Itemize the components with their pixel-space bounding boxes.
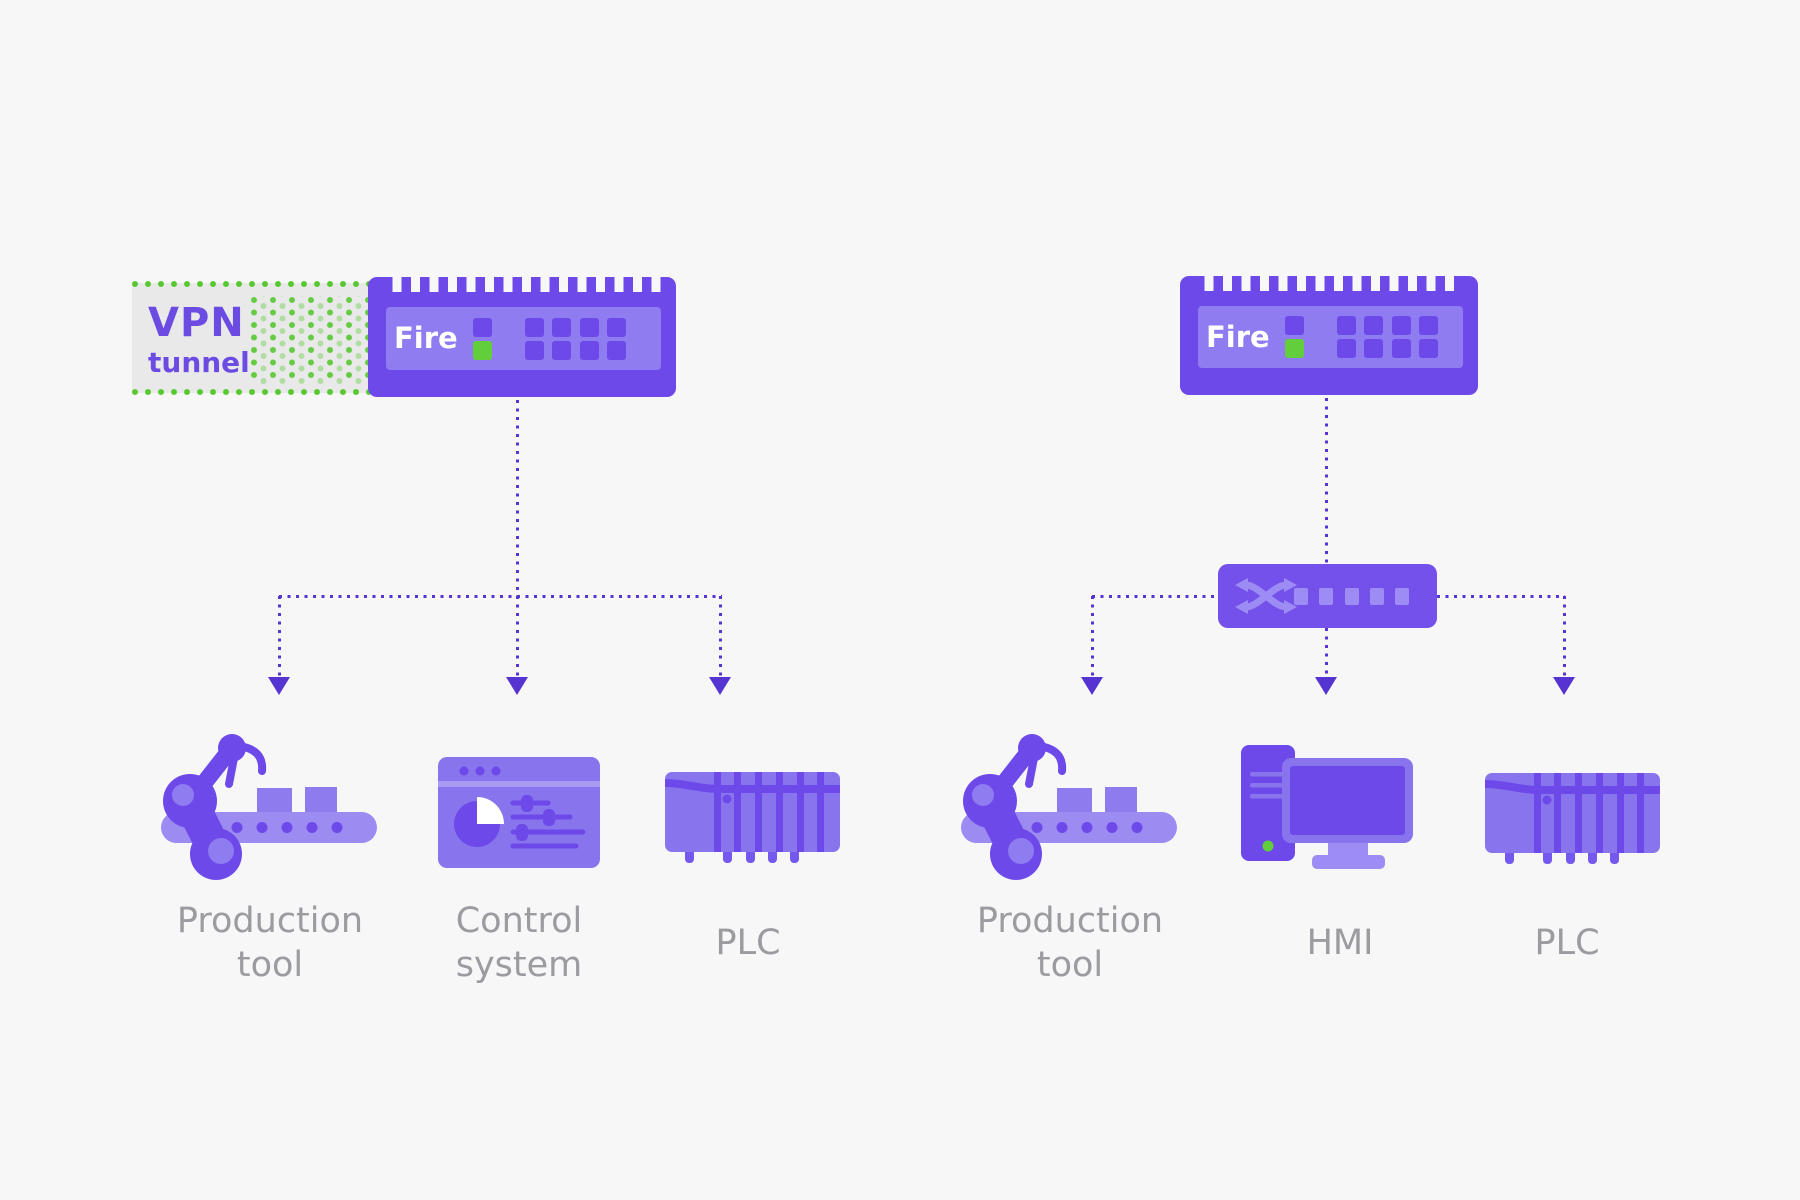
port-icon: [552, 340, 572, 360]
arrow-down-icon: [1315, 677, 1337, 695]
vpn-traffic-dots-pattern: [250, 296, 368, 384]
firewall-led-column: [1284, 316, 1304, 358]
label-line: tool: [236, 945, 304, 985]
label-line: Production: [976, 901, 1164, 941]
firewall-label: Fire: [394, 321, 458, 355]
port-icon: [524, 340, 544, 360]
firewall-vent-teeth: [383, 277, 661, 292]
port-icon: [552, 317, 572, 337]
port-icon: [1391, 316, 1411, 335]
port-icon: [1419, 316, 1439, 335]
led-on-icon: [1284, 339, 1304, 358]
plc-icon: [1485, 773, 1661, 865]
port-icon: [1419, 339, 1439, 358]
vpn-dotted-border-bottom: [132, 389, 370, 395]
led-off-icon: [472, 317, 492, 337]
firewall-led-column: [472, 317, 492, 360]
label-line: HMI: [1306, 923, 1374, 963]
arrow-down-icon: [506, 677, 528, 695]
vpn-tunnel-box: VPN tunnel: [132, 281, 370, 395]
connector-drop-plc-left: [719, 596, 722, 678]
port-icon: [1336, 316, 1356, 335]
vpn-label-line2: tunnel: [148, 346, 250, 379]
label-line: PLC: [1534, 923, 1600, 963]
connector-firewall-to-switch: [1325, 398, 1328, 564]
firewall-port-grid: [1336, 316, 1439, 358]
port-icon: [1336, 339, 1356, 358]
connector-branch-horizontal-right-a: [1092, 595, 1218, 598]
connector-branch-horizontal-left: [279, 595, 722, 598]
port-icon: [1364, 316, 1384, 335]
connector-drop-hmi: [1325, 628, 1328, 678]
vpn-dotted-border-top: [132, 281, 370, 287]
vpn-label-line1: VPN: [148, 300, 245, 346]
connector-drop-production-right: [1091, 596, 1094, 678]
arrow-down-icon: [268, 677, 290, 695]
firewall-device-left: Fire: [368, 277, 676, 397]
shuffle-icon: [1235, 578, 1297, 614]
firewall-front-panel: Fire: [386, 307, 661, 370]
node-label-plc-right: PLC: [1417, 897, 1717, 989]
connector-drop-plc-right: [1563, 596, 1566, 678]
firewall-front-panel: Fire: [1198, 306, 1463, 368]
production-tool-icon: [158, 718, 378, 883]
port-icon: [607, 340, 627, 360]
connector-drop-control: [516, 596, 519, 678]
led-off-icon: [1284, 316, 1304, 335]
led-on-icon: [472, 340, 492, 360]
port-icon: [1364, 339, 1384, 358]
firewall-label: Fire: [1206, 319, 1270, 354]
connector-firewall-to-branch: [516, 400, 519, 596]
firewall-device-right: Fire: [1180, 276, 1478, 395]
node-label-hmi: HMI: [1190, 897, 1490, 989]
network-switch-icon: [1218, 564, 1437, 628]
label-line: system: [455, 945, 583, 985]
label-line: Control: [455, 901, 583, 941]
arrow-down-icon: [1081, 677, 1103, 695]
label-line: Production: [176, 901, 364, 941]
label-line: tool: [1036, 945, 1104, 985]
connector-drop-production-left: [278, 596, 281, 678]
switch-port-row: [1294, 588, 1409, 605]
control-system-icon: [438, 757, 600, 868]
hmi-icon: [1241, 745, 1413, 869]
node-label-control-system: Control system: [369, 897, 669, 989]
connector-branch-horizontal-right-b: [1437, 595, 1565, 598]
port-icon: [579, 317, 599, 337]
node-label-plc-left: PLC: [598, 897, 898, 989]
arrow-down-icon: [1553, 677, 1575, 695]
node-label-production-tool-left: Production tool: [120, 897, 420, 989]
plc-icon: [665, 772, 841, 864]
port-icon: [579, 340, 599, 360]
vpn-tunnel-label: VPN tunnel: [148, 300, 250, 379]
port-icon: [1391, 339, 1411, 358]
port-icon: [524, 317, 544, 337]
label-line: PLC: [715, 923, 781, 963]
production-tool-icon: [958, 718, 1178, 883]
arrow-down-icon: [709, 677, 731, 695]
node-label-production-tool-right: Production tool: [920, 897, 1220, 989]
firewall-port-grid: [524, 317, 627, 360]
firewall-vent-teeth: [1195, 276, 1463, 291]
port-icon: [607, 317, 627, 337]
